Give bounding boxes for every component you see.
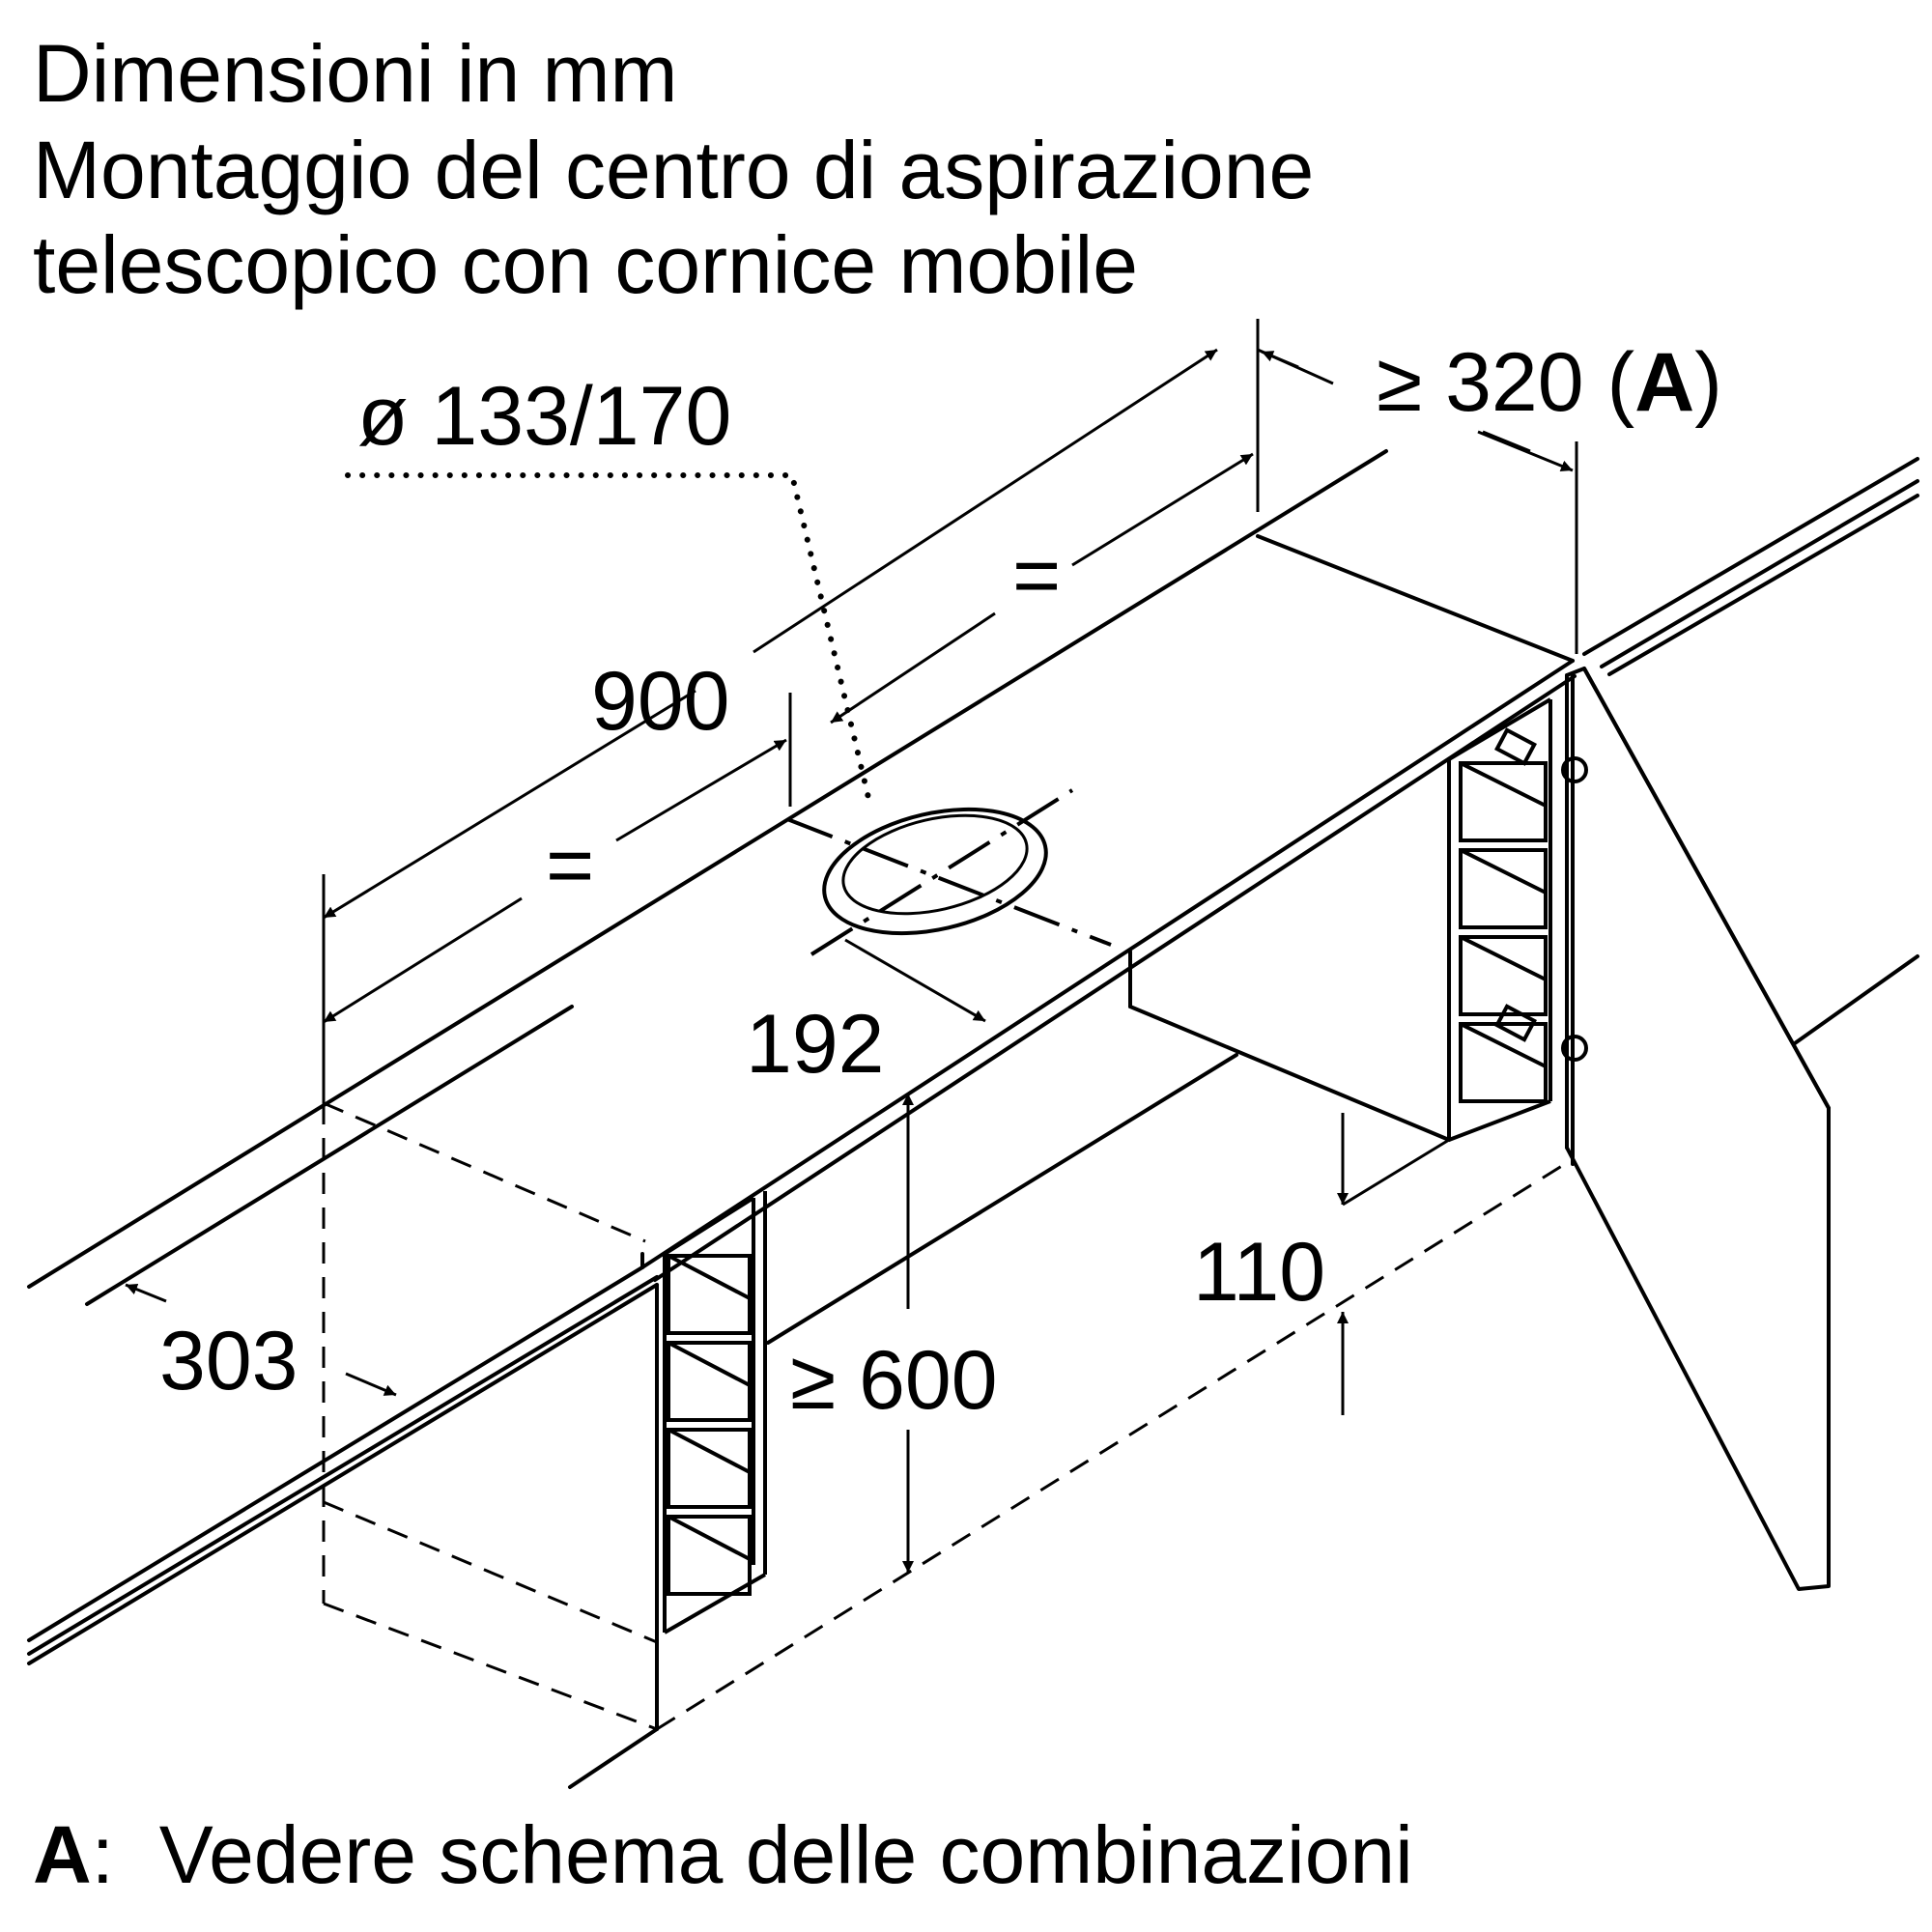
dim-320-arrow-a bbox=[1477, 430, 1574, 472]
depth-label: 303 bbox=[159, 1315, 298, 1407]
dim-303-arrow-b bbox=[345, 1372, 397, 1397]
frame-height-label: 110 bbox=[1193, 1226, 1325, 1319]
title-line-3: telescopico con cornice mobile bbox=[33, 219, 1138, 310]
dim-900-line-right bbox=[753, 348, 1218, 654]
footnote-text: Vedere schema delle combinazioni bbox=[114, 1809, 1413, 1900]
equal-label-left: = bbox=[546, 819, 594, 912]
dim-eq-right-start bbox=[830, 611, 996, 724]
footnote: A: Vedere schema delle combinazioni bbox=[33, 1814, 1413, 1895]
min-depth-ref: A bbox=[1634, 336, 1694, 429]
dim-eq-left-start bbox=[323, 896, 523, 1024]
title-line-1: Dimensioni in mm bbox=[33, 28, 678, 119]
cabinet-body bbox=[27, 449, 1919, 1789]
dim-eq-right-end bbox=[1071, 452, 1254, 567]
dim-900-line-left bbox=[323, 689, 696, 920]
footnote-ref: A bbox=[33, 1809, 92, 1900]
min-depth-prefix: ≥ 320 ( bbox=[1377, 336, 1634, 429]
dimension-lines bbox=[125, 348, 1574, 1573]
left-frame bbox=[663, 1191, 767, 1634]
min-depth-suffix: ) bbox=[1694, 336, 1722, 429]
dim-192-arrow bbox=[844, 938, 986, 1023]
dim-303-arrow-a bbox=[125, 1283, 167, 1303]
dim-320-arrow-b bbox=[1261, 350, 1299, 369]
diameter-leader bbox=[345, 472, 872, 805]
dim-eq-left-end bbox=[615, 738, 787, 842]
right-frame bbox=[1447, 697, 1588, 1142]
width-label: 900 bbox=[591, 655, 730, 748]
min-depth-label: ≥ 320 (A) bbox=[1377, 336, 1722, 429]
diameter-label: ø 133/170 bbox=[357, 370, 731, 463]
offset-label: 192 bbox=[746, 998, 885, 1091]
footnote-separator: : bbox=[91, 1809, 115, 1900]
hidden-edges bbox=[322, 1101, 1566, 1731]
title-line-2: Montaggio del centro di aspirazione bbox=[33, 125, 1315, 215]
duct-opening bbox=[786, 788, 1112, 956]
equal-label-right: = bbox=[1012, 529, 1061, 622]
min-height-label: ≥ 600 bbox=[790, 1334, 998, 1427]
